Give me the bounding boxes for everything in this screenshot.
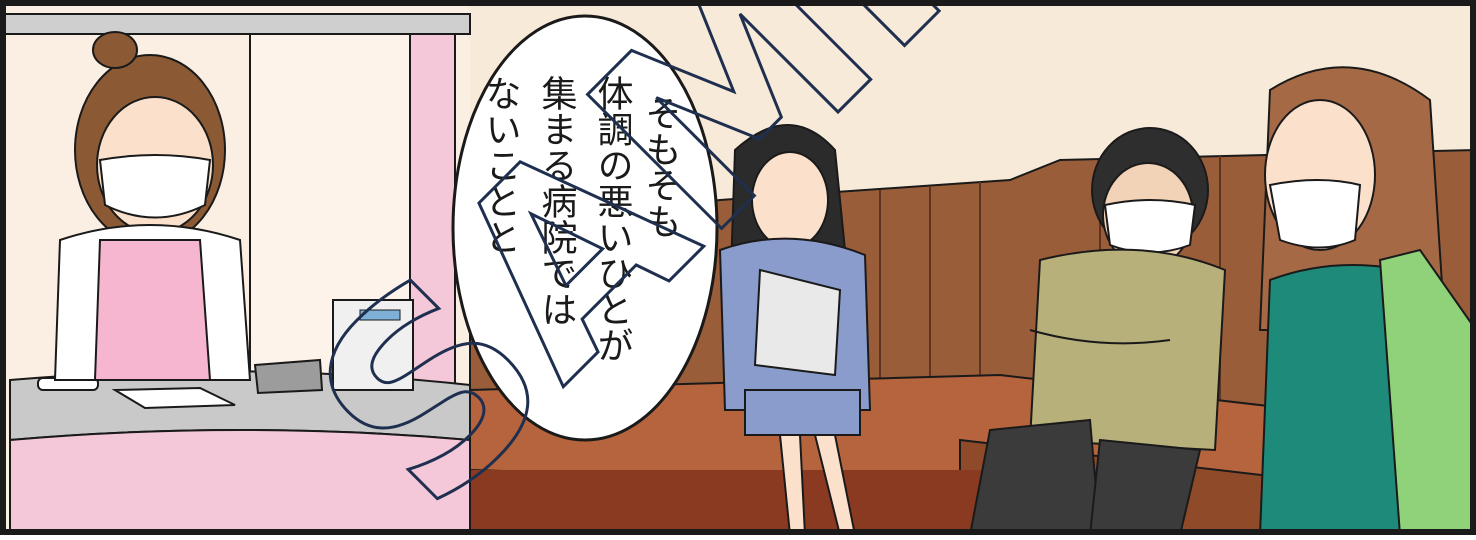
tablet xyxy=(111,386,236,410)
woman-reading xyxy=(718,124,872,536)
reception-counter xyxy=(9,299,471,536)
speech-line-1: そもそも xyxy=(640,95,681,239)
speech-bubble xyxy=(451,14,719,442)
speech-line-2: 体調の悪いひとが xyxy=(592,75,633,363)
speech-text: そもそも 体調の悪いひとが 集まる病院では ないことと xyxy=(480,75,681,363)
face-mask xyxy=(98,154,212,219)
magazine xyxy=(753,268,842,377)
ceiling-rail xyxy=(0,13,471,35)
speech-line-4: ないことと xyxy=(480,75,521,255)
face-mask xyxy=(1268,179,1362,249)
receptionist xyxy=(53,31,252,381)
face-mask xyxy=(1103,199,1197,254)
seated-man xyxy=(968,127,1227,536)
card-reader xyxy=(253,358,324,395)
pink-apron xyxy=(93,239,212,381)
floor xyxy=(470,470,1030,535)
speech-line-3: 集まる病院では xyxy=(536,75,577,327)
standing-woman xyxy=(1258,66,1476,536)
